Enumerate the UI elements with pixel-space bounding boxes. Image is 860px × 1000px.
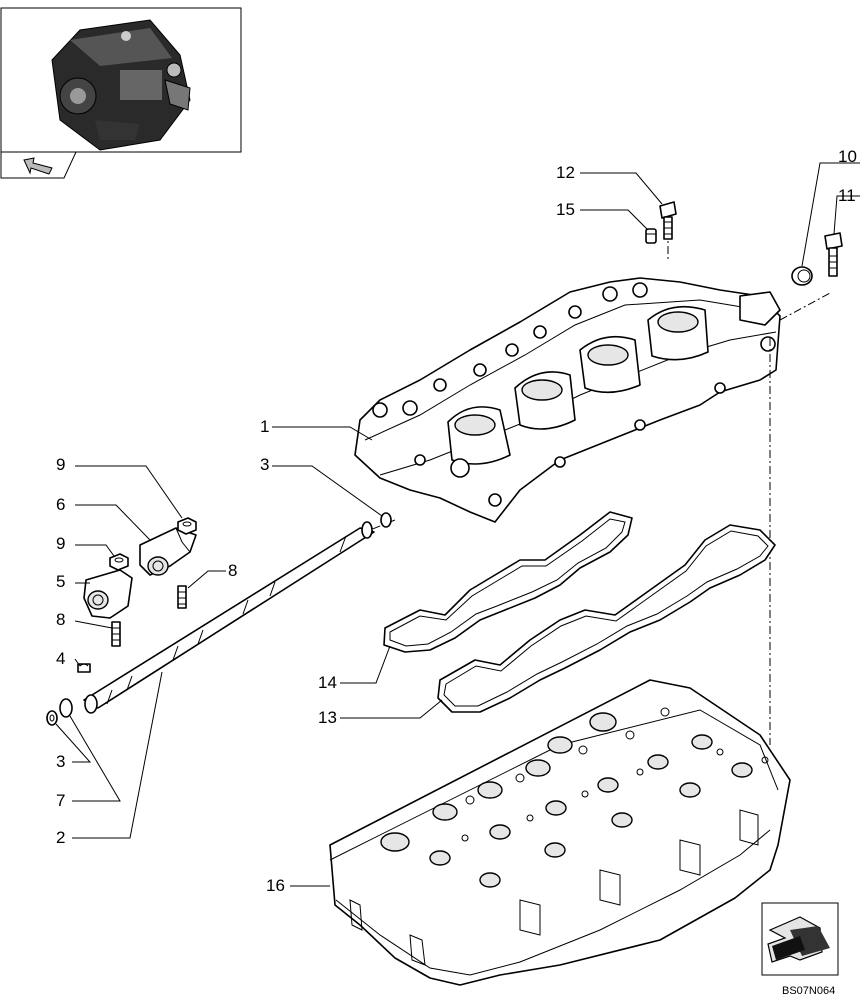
arrow-back-icon[interactable] [20,157,56,175]
bolt-11[interactable] [824,232,843,277]
plug-15[interactable] [645,228,657,244]
callout-labels: 12 15 10 11 1 3 9 6 9 5 8 8 4 3 7 2 14 1… [56,147,857,895]
callout-15: 15 [556,200,575,219]
gasket-13[interactable] [437,524,776,713]
valve-pockets [447,305,709,465]
callout-3-top: 3 [260,455,269,474]
arrow-next-icon[interactable] [761,902,839,976]
cap-10[interactable] [791,266,813,286]
engine-thumbnail-icon [51,19,191,151]
seal-ring-3-top[interactable] [380,512,392,528]
seal-ring-3-bottom[interactable] [46,710,58,726]
callout-7: 7 [56,791,65,810]
callout-14: 14 [318,673,337,692]
callout-5: 5 [56,572,65,591]
callout-4: 4 [56,649,65,668]
callout-16: 16 [266,876,285,895]
housing-bolt-bosses [372,282,776,507]
head-holes [380,707,769,888]
engine-thumbnail-panel[interactable] [0,7,242,179]
gasket-14[interactable] [383,511,633,653]
cylinder-head[interactable] [329,679,791,986]
bolt-12[interactable] [659,201,677,240]
callout-6: 6 [56,495,65,514]
nut-9-top[interactable] [177,517,197,535]
rocker-shaft[interactable] [83,521,375,714]
rocker-arm-5[interactable] [83,569,133,619]
callout-9-top: 9 [56,455,65,474]
callout-8-left: 8 [56,610,65,629]
callout-8-right: 8 [228,561,237,580]
adjusting-screw-8-bottom[interactable] [111,621,121,647]
callout-13: 13 [318,708,337,727]
callout-11: 11 [838,186,856,205]
callout-10: 10 [838,147,857,166]
callout-2: 2 [56,828,65,847]
pin-4[interactable] [77,663,91,673]
nut-9-bottom[interactable] [109,553,129,571]
rocker-arm-6[interactable] [139,527,197,576]
adjusting-screw-8-top[interactable] [177,585,187,609]
washer-7[interactable] [59,698,73,718]
callout-1: 1 [260,417,269,436]
leader-lines [55,162,860,887]
callout-12: 12 [556,163,575,182]
callout-9-bottom: 9 [56,534,65,553]
callout-3-bottom: 3 [56,752,65,771]
rocker-housing[interactable] [354,277,781,523]
head-side-ports [349,809,759,966]
drawing-code: BS07N064 [782,985,835,997]
